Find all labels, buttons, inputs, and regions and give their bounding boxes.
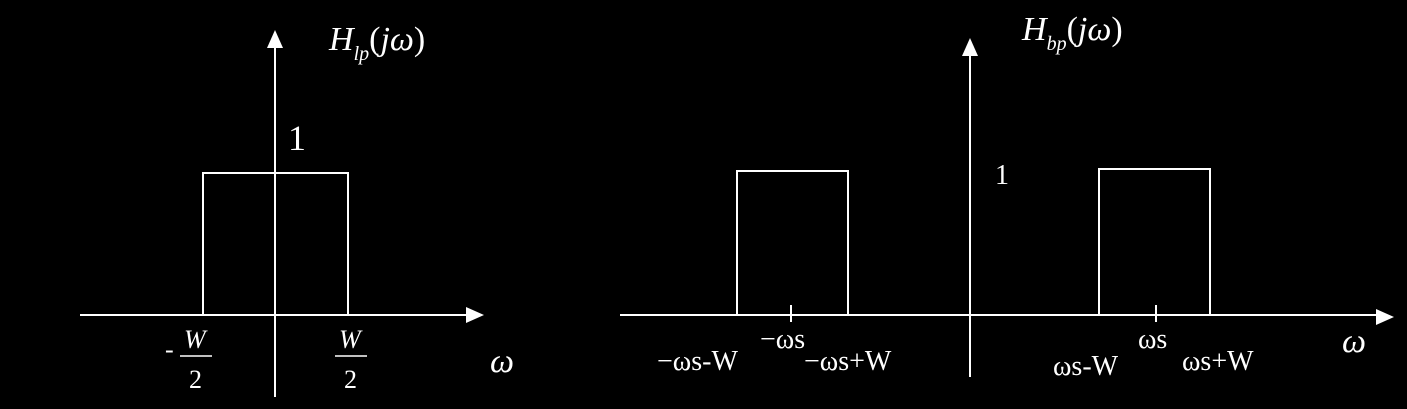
lowpass-plot: Hlp(jω) 1 - W 2 W 2 ω: [80, 21, 514, 397]
lowpass-right-tick-denominator: 2: [344, 365, 357, 394]
lowpass-right-tick-numerator: W: [339, 325, 363, 354]
lowpass-left-tick-denominator: 2: [189, 365, 202, 394]
lowpass-title: Hlp(jω): [328, 21, 425, 65]
lowpass-axis-label: ω: [490, 343, 514, 380]
bandpass-amplitude-label: 1: [995, 160, 1009, 191]
bandpass-pos-right-edge-label: ωs+W: [1182, 346, 1254, 377]
bandpass-negative-pulse: [736, 170, 849, 315]
bandpass-title: Hbp(jω): [1021, 11, 1123, 55]
bandpass-positive-pulse: [1098, 168, 1211, 315]
lowpass-left-tick-numerator: W: [184, 325, 208, 354]
bandpass-y-arrow-icon: [962, 38, 978, 56]
bandpass-neg-left-edge-label: −ωs-W: [657, 346, 738, 377]
bandpass-pos-left-edge-label: ωs-W: [1053, 351, 1119, 382]
lowpass-amplitude-label: 1: [288, 118, 306, 158]
bandpass-neg-center-label: −ωs: [760, 324, 805, 355]
bandpass-plot: Hbp(jω) 1 −ωs −ωs-W −ωs+W ωs ωs-W ωs+W ω: [620, 11, 1394, 382]
lowpass-left-tick-sign: -: [165, 335, 174, 364]
lowpass-pulse: [202, 172, 349, 315]
bandpass-neg-right-edge-label: −ωs+W: [804, 346, 892, 377]
bandpass-pos-center-label: ωs: [1138, 324, 1167, 355]
lowpass-y-arrow-icon: [267, 30, 283, 48]
lowpass-x-arrow-icon: [466, 307, 484, 323]
bandpass-x-arrow-icon: [1376, 309, 1394, 325]
bandpass-axis-label: ω: [1342, 323, 1366, 360]
